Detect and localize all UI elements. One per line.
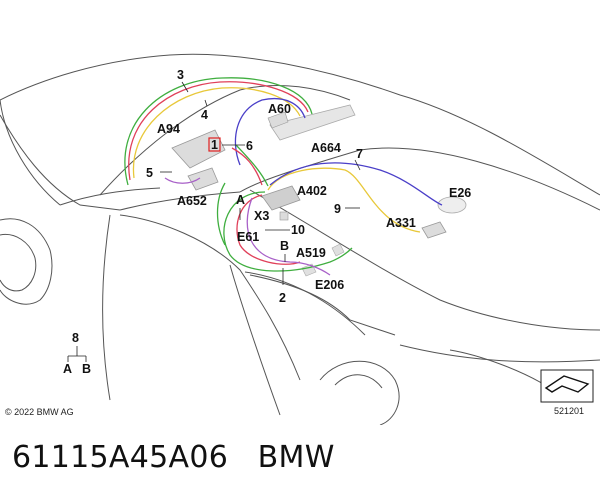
label-3: 3 <box>177 68 184 82</box>
a664-component <box>269 104 356 141</box>
label-a60: A60 <box>268 102 291 116</box>
copyright-text: © 2022 BMW AG <box>5 407 74 417</box>
label-a519: A519 <box>296 246 326 260</box>
key-label-a: A <box>63 362 72 376</box>
a402-component <box>261 185 301 211</box>
part-caption: 61115A45A06 BMW <box>12 440 335 475</box>
arrow-icon <box>544 375 590 393</box>
label-1: 1 <box>211 138 218 152</box>
label-a652: A652 <box>177 194 207 208</box>
a652-component <box>187 167 219 191</box>
label-4: 4 <box>201 108 208 122</box>
label-e61: E61 <box>237 230 259 244</box>
label-5: 5 <box>146 166 153 180</box>
x3-component <box>279 211 289 221</box>
label-a402: A402 <box>297 184 327 198</box>
label-9: 9 <box>334 202 341 216</box>
leader-lines <box>67 81 361 362</box>
view-symbol <box>540 369 594 403</box>
label-a331: A331 <box>386 216 416 230</box>
label-e206: E206 <box>315 278 344 292</box>
components <box>171 104 467 277</box>
key-label-b: B <box>82 362 91 376</box>
callout-labels: 3 4 A94 A60 1 6 A664 7 5 A402 E26 A652 A… <box>63 68 471 376</box>
label-x3: X3 <box>254 209 269 223</box>
highlight-box <box>208 137 221 152</box>
a519-component <box>331 243 345 257</box>
label-a: A <box>236 193 245 207</box>
label-a94: A94 <box>157 122 180 136</box>
e26-component <box>437 196 467 214</box>
diagram-number: 521201 <box>554 406 584 416</box>
label-10: 10 <box>291 223 305 237</box>
a60-component <box>267 111 289 129</box>
a331-component <box>421 221 447 239</box>
label-6: 6 <box>246 139 253 153</box>
a94-component <box>171 129 226 169</box>
label-2: 2 <box>279 291 286 305</box>
label-8: 8 <box>72 331 79 345</box>
label-b: B <box>280 239 289 253</box>
label-a664: A664 <box>311 141 341 155</box>
wiring-harness <box>124 77 443 276</box>
label-7: 7 <box>356 147 363 161</box>
wiring-diagram: 3 4 A94 A60 1 6 A664 7 5 A402 E26 A652 A… <box>0 53 600 425</box>
car-outline <box>0 53 600 425</box>
label-e26: E26 <box>449 186 471 200</box>
